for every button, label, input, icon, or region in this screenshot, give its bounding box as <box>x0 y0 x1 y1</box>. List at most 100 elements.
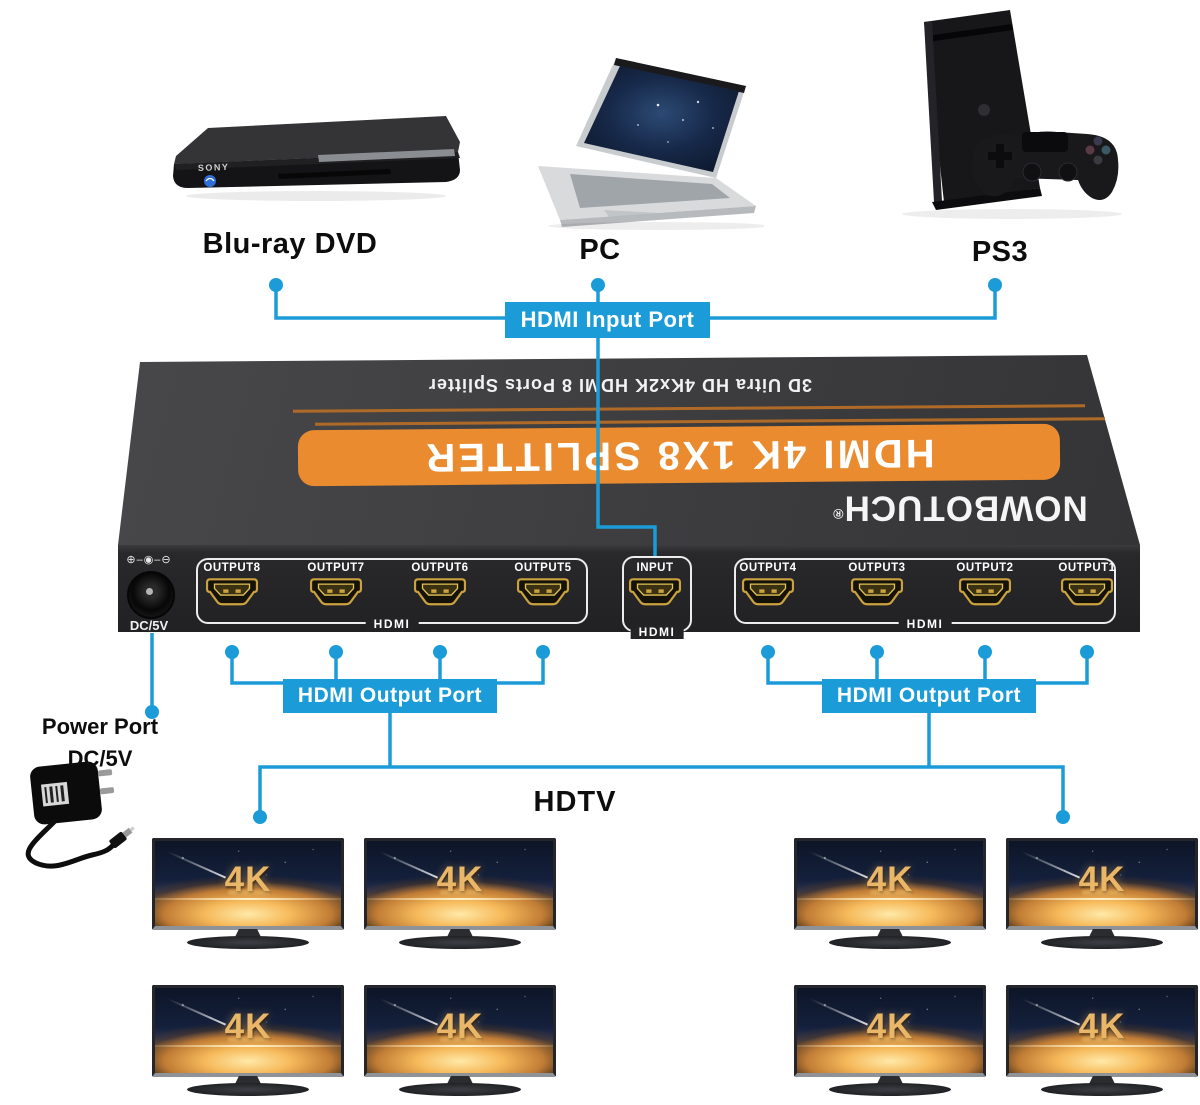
power-adapter-image <box>25 761 135 869</box>
hdmi-port-icon <box>413 578 467 606</box>
tv-subtext-blur <box>869 1037 913 1043</box>
tv-4k-label: 4K <box>1078 859 1126 899</box>
tv-screen: 4K <box>1006 985 1198 1077</box>
connector-dot <box>978 645 992 659</box>
tv-screen: 4K <box>364 838 556 930</box>
tv-stand-base <box>399 936 521 949</box>
tv-4k-label: 4K <box>224 859 272 899</box>
tv-stand-base <box>187 936 309 949</box>
horizon-glow <box>1009 897 1195 900</box>
port-output5: OUTPUT5 <box>498 562 588 606</box>
tv-stand-base <box>829 1083 951 1096</box>
port-output3: OUTPUT3 <box>832 562 922 606</box>
ps-controller-image <box>971 131 1119 200</box>
hdmi-group-label: HDMI <box>898 617 952 631</box>
horizon-glow <box>155 897 341 900</box>
hdmi-port-icon <box>958 578 1012 606</box>
tv-screen: 4K <box>152 838 344 930</box>
connector-dot <box>225 645 239 659</box>
connector-dot <box>591 278 605 292</box>
connector-dot <box>329 645 343 659</box>
bluray-logo <box>204 175 216 187</box>
tv-stand-neck <box>877 929 903 937</box>
hdtv-6: 4K <box>1006 838 1198 956</box>
tv-screen: 4K <box>364 985 556 1077</box>
tv-screen: 4K <box>1006 838 1198 930</box>
dc-voltage-label: DC/5V <box>129 618 169 633</box>
shooting-star <box>1021 998 1081 1026</box>
tv-subtext-blur <box>1081 1037 1125 1043</box>
tv-stand-base <box>187 1083 309 1096</box>
port-label: OUTPUT1 <box>1058 562 1116 574</box>
hdtv-3: 4K <box>152 985 344 1103</box>
connector-dot <box>988 278 1002 292</box>
tv-screen: 4K <box>794 838 986 930</box>
connector-dot <box>1056 810 1070 824</box>
hdmi-group-label: HDMI <box>630 625 684 639</box>
shooting-star <box>167 998 227 1026</box>
tv-stand-neck <box>235 1076 261 1084</box>
tv-4k-label: 4K <box>866 1006 914 1046</box>
pc-label: PC <box>579 234 621 266</box>
power-port-label: Power Port <box>41 714 159 739</box>
tv-stand-neck <box>447 1076 473 1084</box>
shooting-star <box>379 851 439 879</box>
polarity-icon: ⊕–◉–⊖ <box>126 554 172 566</box>
connector-dot <box>761 645 775 659</box>
tv-subtext-blur <box>227 1037 271 1043</box>
connector-dot <box>536 645 550 659</box>
brand-text: NOWBOTUCH <box>843 488 1088 528</box>
shooting-star <box>1021 851 1081 879</box>
tv-stand-neck <box>877 1076 903 1084</box>
bluray-player-image: SONY <box>173 116 460 201</box>
hdmi-port-icon <box>205 578 259 606</box>
hdmi-port-icon <box>309 578 363 606</box>
tv-stand-base <box>399 1083 521 1096</box>
tv-4k-label: 4K <box>866 859 914 899</box>
tv-subtext-blur <box>439 890 483 896</box>
port-output4: OUTPUT4 <box>723 562 813 606</box>
tv-screen: 4K <box>152 985 344 1077</box>
port-input: INPUT <box>610 562 700 606</box>
port-label: OUTPUT8 <box>203 562 261 574</box>
hdtv-8: 4K <box>1006 985 1198 1103</box>
port-label: INPUT <box>636 562 674 574</box>
ps3-label: PS3 <box>971 236 1029 268</box>
hdtv-4: 4K <box>364 985 556 1103</box>
connector-dot <box>253 810 267 824</box>
dc-power-jack <box>127 571 175 619</box>
power-voltage-label: DC/5V <box>67 746 133 771</box>
horizon-glow <box>367 897 553 900</box>
bluray-brand-text: SONY <box>198 162 230 173</box>
hdmi-port-icon <box>741 578 795 606</box>
hdmi-port-icon <box>850 578 904 606</box>
hdmi-group-label: HDMI <box>365 617 419 631</box>
splitter-banner-text: HDMI 4K 1X8 SPLITTER <box>423 430 935 480</box>
port-label: OUTPUT7 <box>307 562 365 574</box>
shooting-star <box>809 998 869 1026</box>
splitter-top-text: 3D Uitra HD 4Kx2K HDMI 8 Ports Splitter <box>427 375 813 395</box>
hdmi-input-port-tag: HDMI Input Port <box>505 302 710 338</box>
connector-dot <box>433 645 447 659</box>
tv-4k-label: 4K <box>436 1006 484 1046</box>
tv-stand-base <box>1041 936 1163 949</box>
hdmi-splitter-device: 3D Uitra HD 4Kx2K HDMI 8 Ports Splitter … <box>110 350 1150 640</box>
port-output8: OUTPUT8 <box>187 562 277 606</box>
splitter-brand: NOWBOTUCH® <box>805 488 1115 538</box>
hdmi-output-port-tag-left: HDMI Output Port <box>283 679 497 713</box>
tv-stand-neck <box>1089 1076 1115 1084</box>
tv-stand-base <box>829 936 951 949</box>
tv-stand-base <box>1041 1083 1163 1096</box>
hdmi-output-port-tag-right: HDMI Output Port <box>822 679 1036 713</box>
tv-subtext-blur <box>1081 890 1125 896</box>
port-output1: OUTPUT1 <box>1042 562 1132 606</box>
hdmi-port-icon <box>516 578 570 606</box>
tv-stand-neck <box>1089 929 1115 937</box>
tv-subtext-blur <box>439 1037 483 1043</box>
port-output2: OUTPUT2 <box>940 562 1030 606</box>
port-output6: OUTPUT6 <box>395 562 485 606</box>
hdtv-section-label: HDTV <box>533 786 617 818</box>
tv-subtext-blur <box>869 890 913 896</box>
tv-screen: 4K <box>794 985 986 1077</box>
registered-mark: ® <box>832 506 844 522</box>
